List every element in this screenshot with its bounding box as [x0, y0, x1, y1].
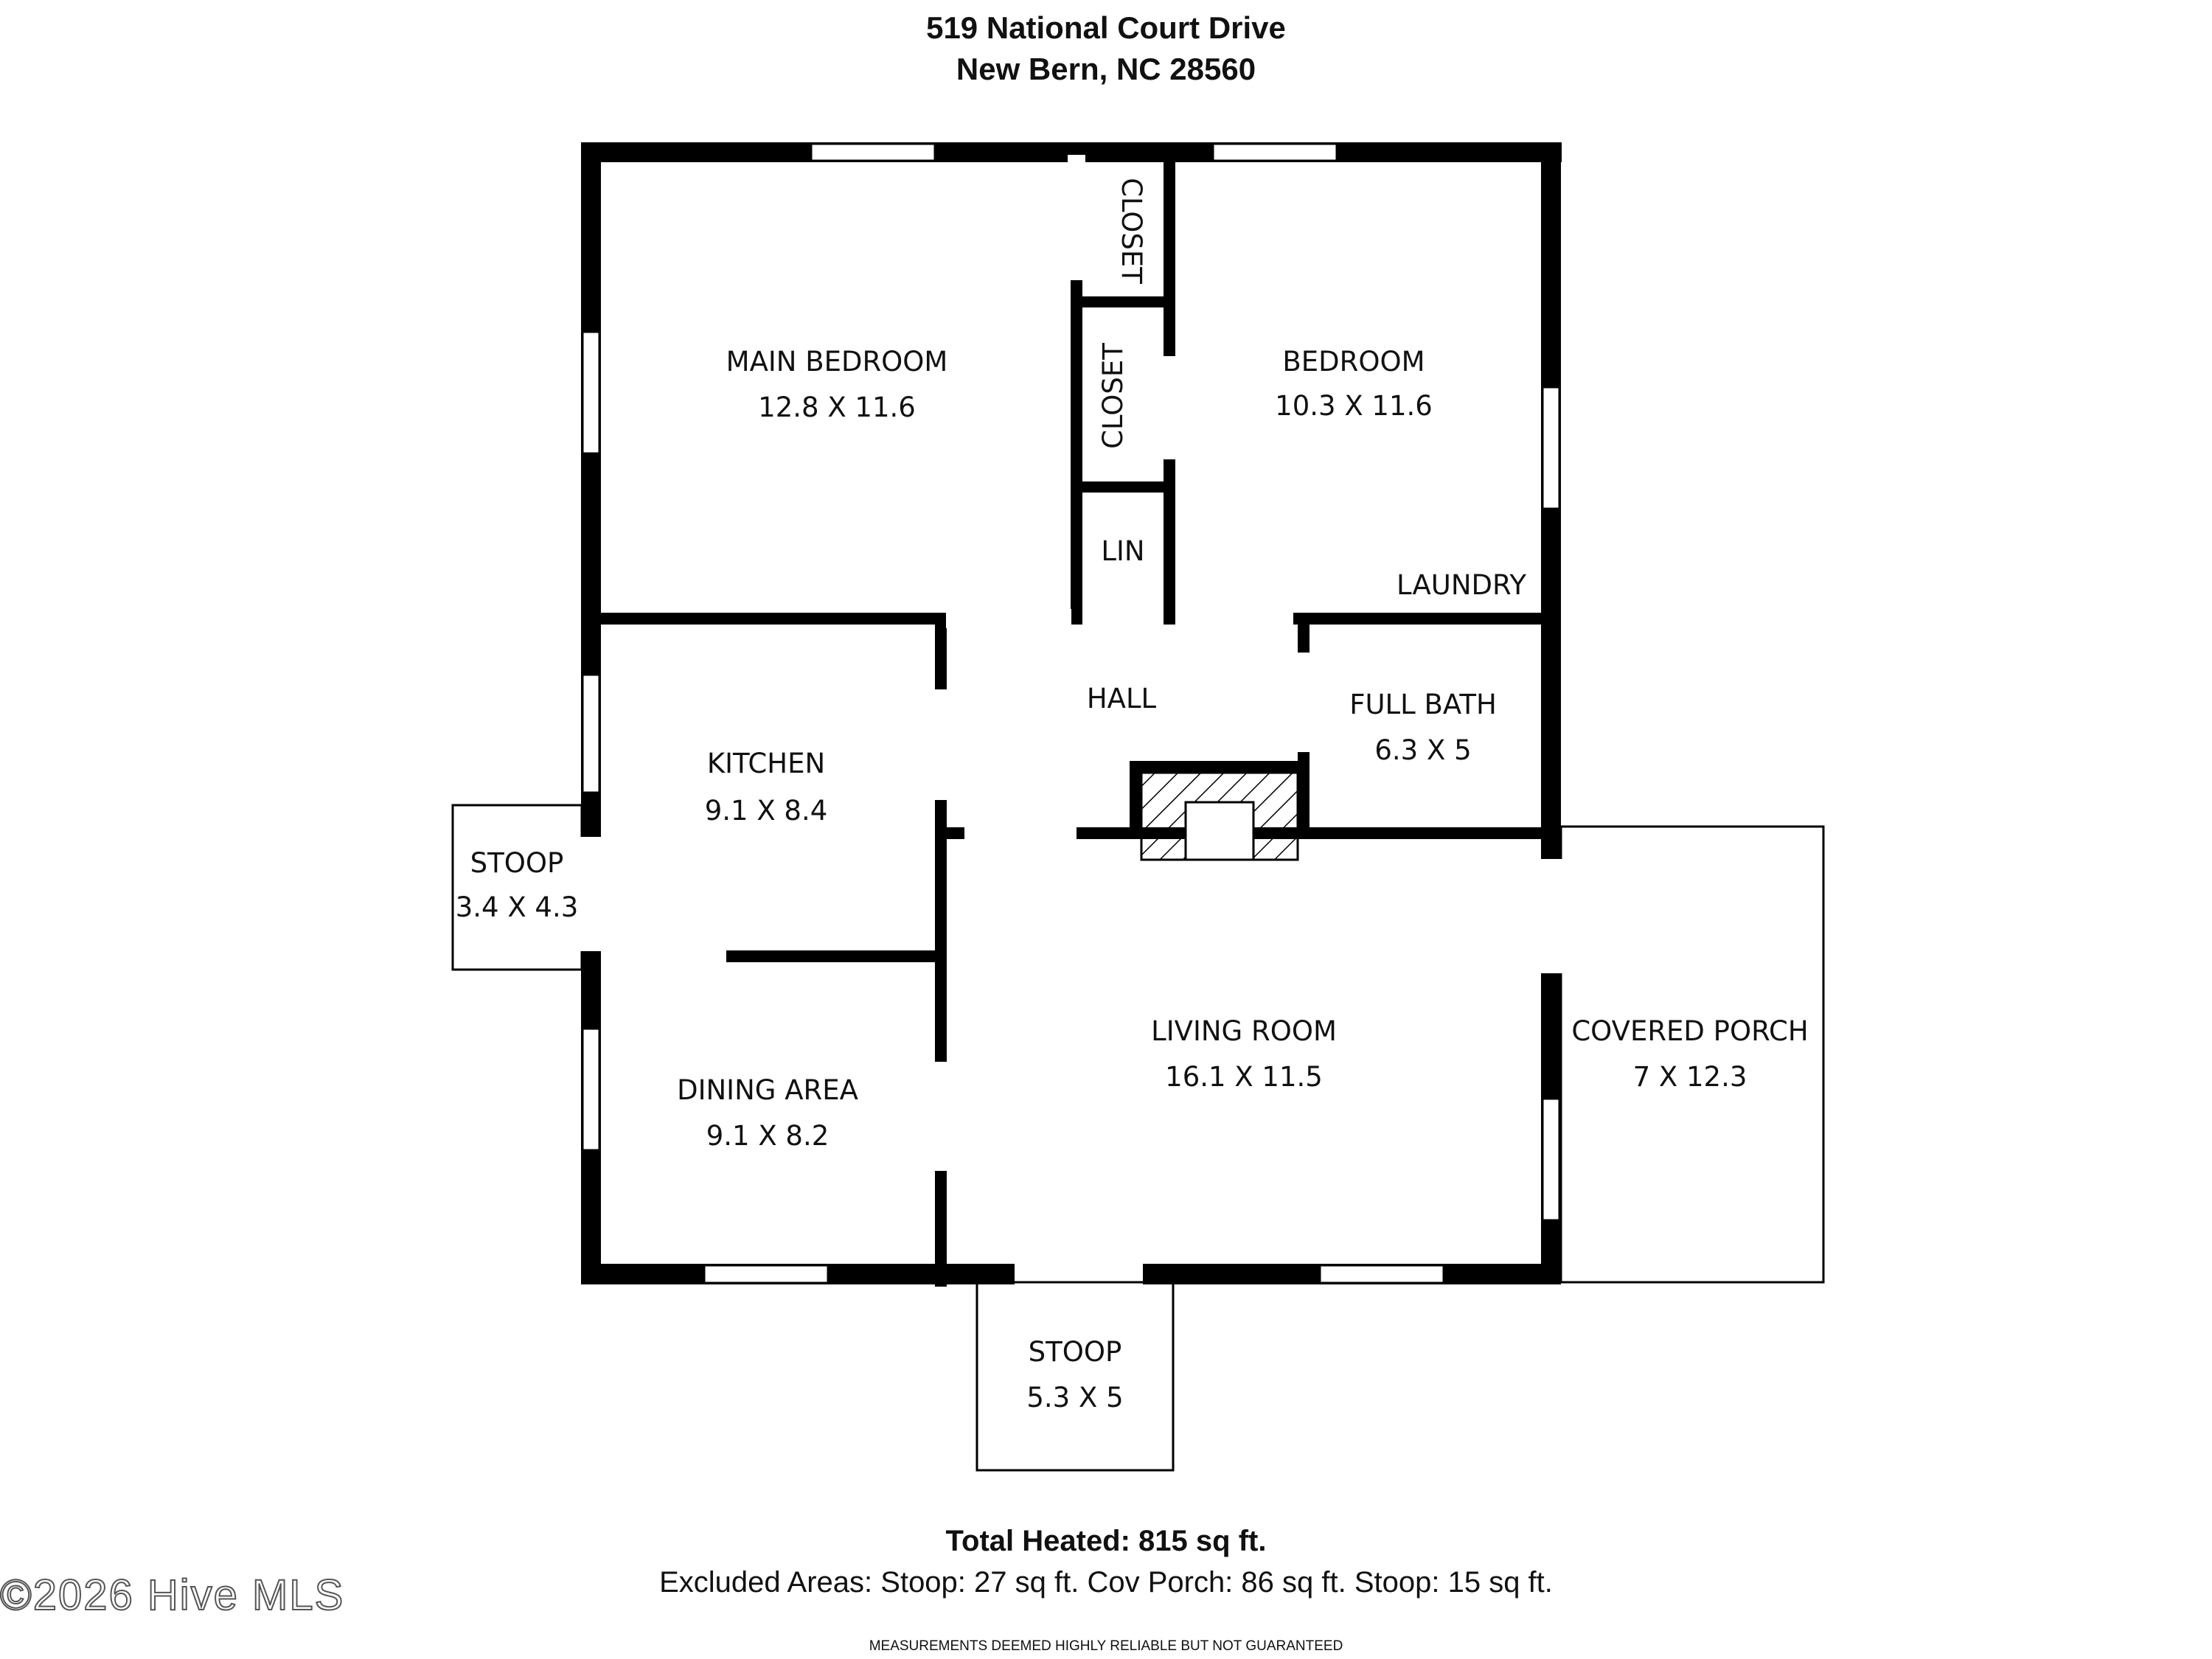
window — [810, 142, 936, 162]
address-line-1: 519 National Court Drive — [926, 10, 1286, 45]
window — [1541, 386, 1561, 510]
laundry-label: LAUNDRY — [1397, 569, 1526, 601]
covered-porch-outline — [1559, 825, 1825, 1284]
windows — [581, 142, 1561, 1284]
window — [1211, 142, 1338, 162]
front-stoop-dims: 5.3 X 5 — [1026, 1382, 1123, 1413]
window — [581, 1027, 601, 1152]
window — [1541, 1097, 1561, 1222]
dining-dims: 9.1 X 8.2 — [706, 1120, 830, 1152]
main-bedroom-name: MAIN BEDROOM — [726, 346, 948, 378]
side-stoop-name: STOOP — [470, 847, 564, 879]
dining-name: DINING AREA — [677, 1074, 858, 1106]
side-stoop-dims: 3.4 X 4.3 — [456, 891, 579, 923]
kitchen-dims: 9.1 X 8.4 — [705, 795, 828, 827]
front-stoop-name: STOOP — [1029, 1336, 1122, 1368]
full-bath-name: FULL BATH — [1349, 689, 1497, 720]
exterior-outlines — [451, 804, 1825, 1472]
fireplace — [1140, 771, 1299, 861]
main-bedroom-dims: 12.8 X 11.6 — [758, 392, 916, 423]
address-line-2: New Bern, NC 28560 — [956, 52, 1256, 86]
excluded-areas: Excluded Areas: Stoop: 27 sq ft. Cov Por… — [659, 1566, 1553, 1599]
kitchen-name: KITCHEN — [707, 748, 825, 779]
covered-porch-name: COVERED PORCH — [1571, 1015, 1808, 1047]
openings — [578, 155, 1564, 1171]
window — [1318, 1264, 1445, 1284]
hall-label: HALL — [1087, 683, 1157, 714]
disclaimer: MEASUREMENTS DEEMED HIGHLY RELIABLE BUT … — [869, 1638, 1343, 1654]
bedroom-name: BEDROOM — [1282, 346, 1425, 378]
room-labels: MAIN BEDROOM 12.8 X 11.6 BEDROOM 10.3 X … — [456, 178, 1809, 1413]
closet-1-label: CLOSET — [1116, 178, 1147, 284]
full-bath-dims: 6.3 X 5 — [1374, 734, 1471, 766]
front-stoop-outline — [975, 1281, 1175, 1472]
linen-label: LIN — [1101, 535, 1144, 567]
window — [581, 330, 601, 455]
window — [703, 1264, 830, 1284]
closet-2-label: CLOSET — [1097, 343, 1129, 449]
living-room-name: LIVING ROOM — [1151, 1015, 1337, 1047]
covered-porch-dims: 7 X 12.3 — [1633, 1061, 1747, 1093]
total-heated: Total Heated: 815 sq ft. — [945, 1525, 1267, 1557]
bedroom-dims: 10.3 X 11.6 — [1275, 390, 1433, 422]
side-stoop-outline — [451, 804, 583, 971]
watermark: ©2026 Hive MLS — [0, 1571, 345, 1620]
living-room-dims: 16.1 X 11.5 — [1165, 1061, 1323, 1093]
window — [581, 673, 601, 794]
